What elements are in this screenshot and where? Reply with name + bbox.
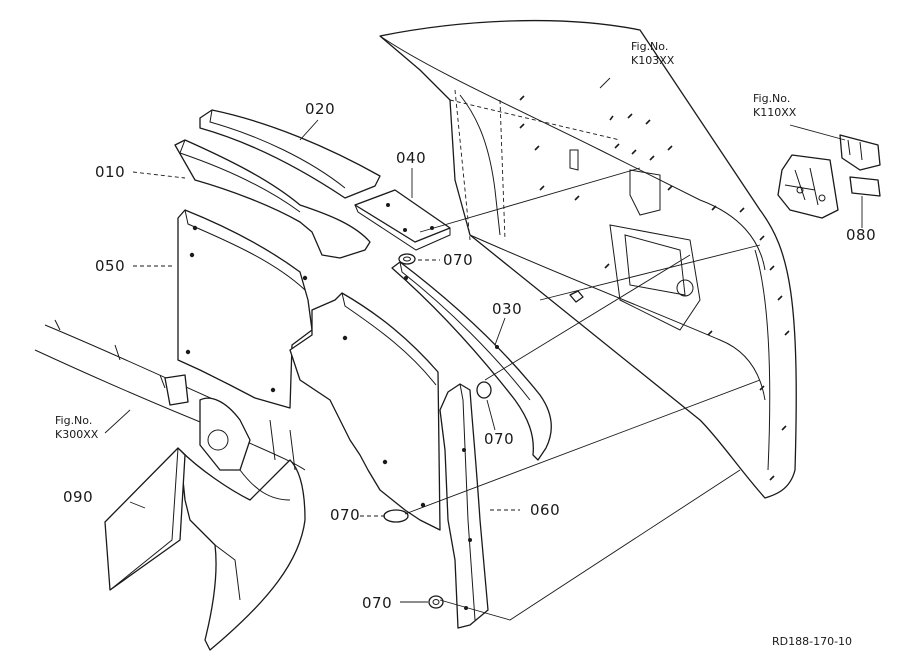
- hood-latch-bracket: [777, 134, 881, 219]
- label-part-090: 090: [63, 488, 94, 506]
- figure-ref-k103xx: Fig.No. K103XX: [631, 40, 674, 68]
- label-part-020: 020: [305, 100, 336, 118]
- part-070-grommets: [383, 253, 584, 609]
- leader-lines: [104, 77, 863, 621]
- label-part-030: 030: [492, 300, 523, 318]
- part-050-front-panel: [177, 209, 313, 409]
- figure-ref-prefix: Fig.No.: [753, 92, 791, 105]
- label-part-070-a: 070: [443, 251, 474, 269]
- lower-panel: [289, 292, 441, 531]
- label-part-040: 040: [396, 149, 427, 167]
- label-part-060: 060: [530, 501, 561, 519]
- drawing-code: RD188-170-10: [772, 635, 853, 648]
- label-part-070-d: 070: [362, 594, 393, 612]
- figure-ref-prefix: Fig.No.: [631, 40, 669, 53]
- figure-ref-number: K110XX: [753, 106, 797, 119]
- part-080-clip: [849, 176, 881, 197]
- fender-side-panel: [34, 319, 306, 651]
- figure-ref-k110xx: Fig.No. K110XX: [753, 92, 796, 120]
- bonnet-hood: [379, 19, 797, 499]
- figure-ref-number: K300XX: [55, 428, 99, 441]
- label-part-070-b: 070: [484, 430, 515, 448]
- label-part-050: 050: [95, 257, 126, 275]
- part-090-pad: [104, 447, 186, 591]
- figure-ref-prefix: Fig.No.: [55, 414, 93, 427]
- label-part-080: 080: [846, 226, 877, 244]
- label-part-010: 010: [95, 163, 126, 181]
- figure-ref-k300xx: Fig.No. K300XX: [55, 414, 98, 442]
- label-part-070-c: 070: [330, 506, 361, 524]
- part-060-side-strip: [439, 383, 489, 629]
- figure-ref-number: K103XX: [631, 54, 675, 67]
- bonnet-fastener-marks: [519, 95, 790, 481]
- part-040-plate: [354, 189, 451, 243]
- part-030-curved-seal: [391, 261, 552, 461]
- part-020-strip: [199, 109, 381, 199]
